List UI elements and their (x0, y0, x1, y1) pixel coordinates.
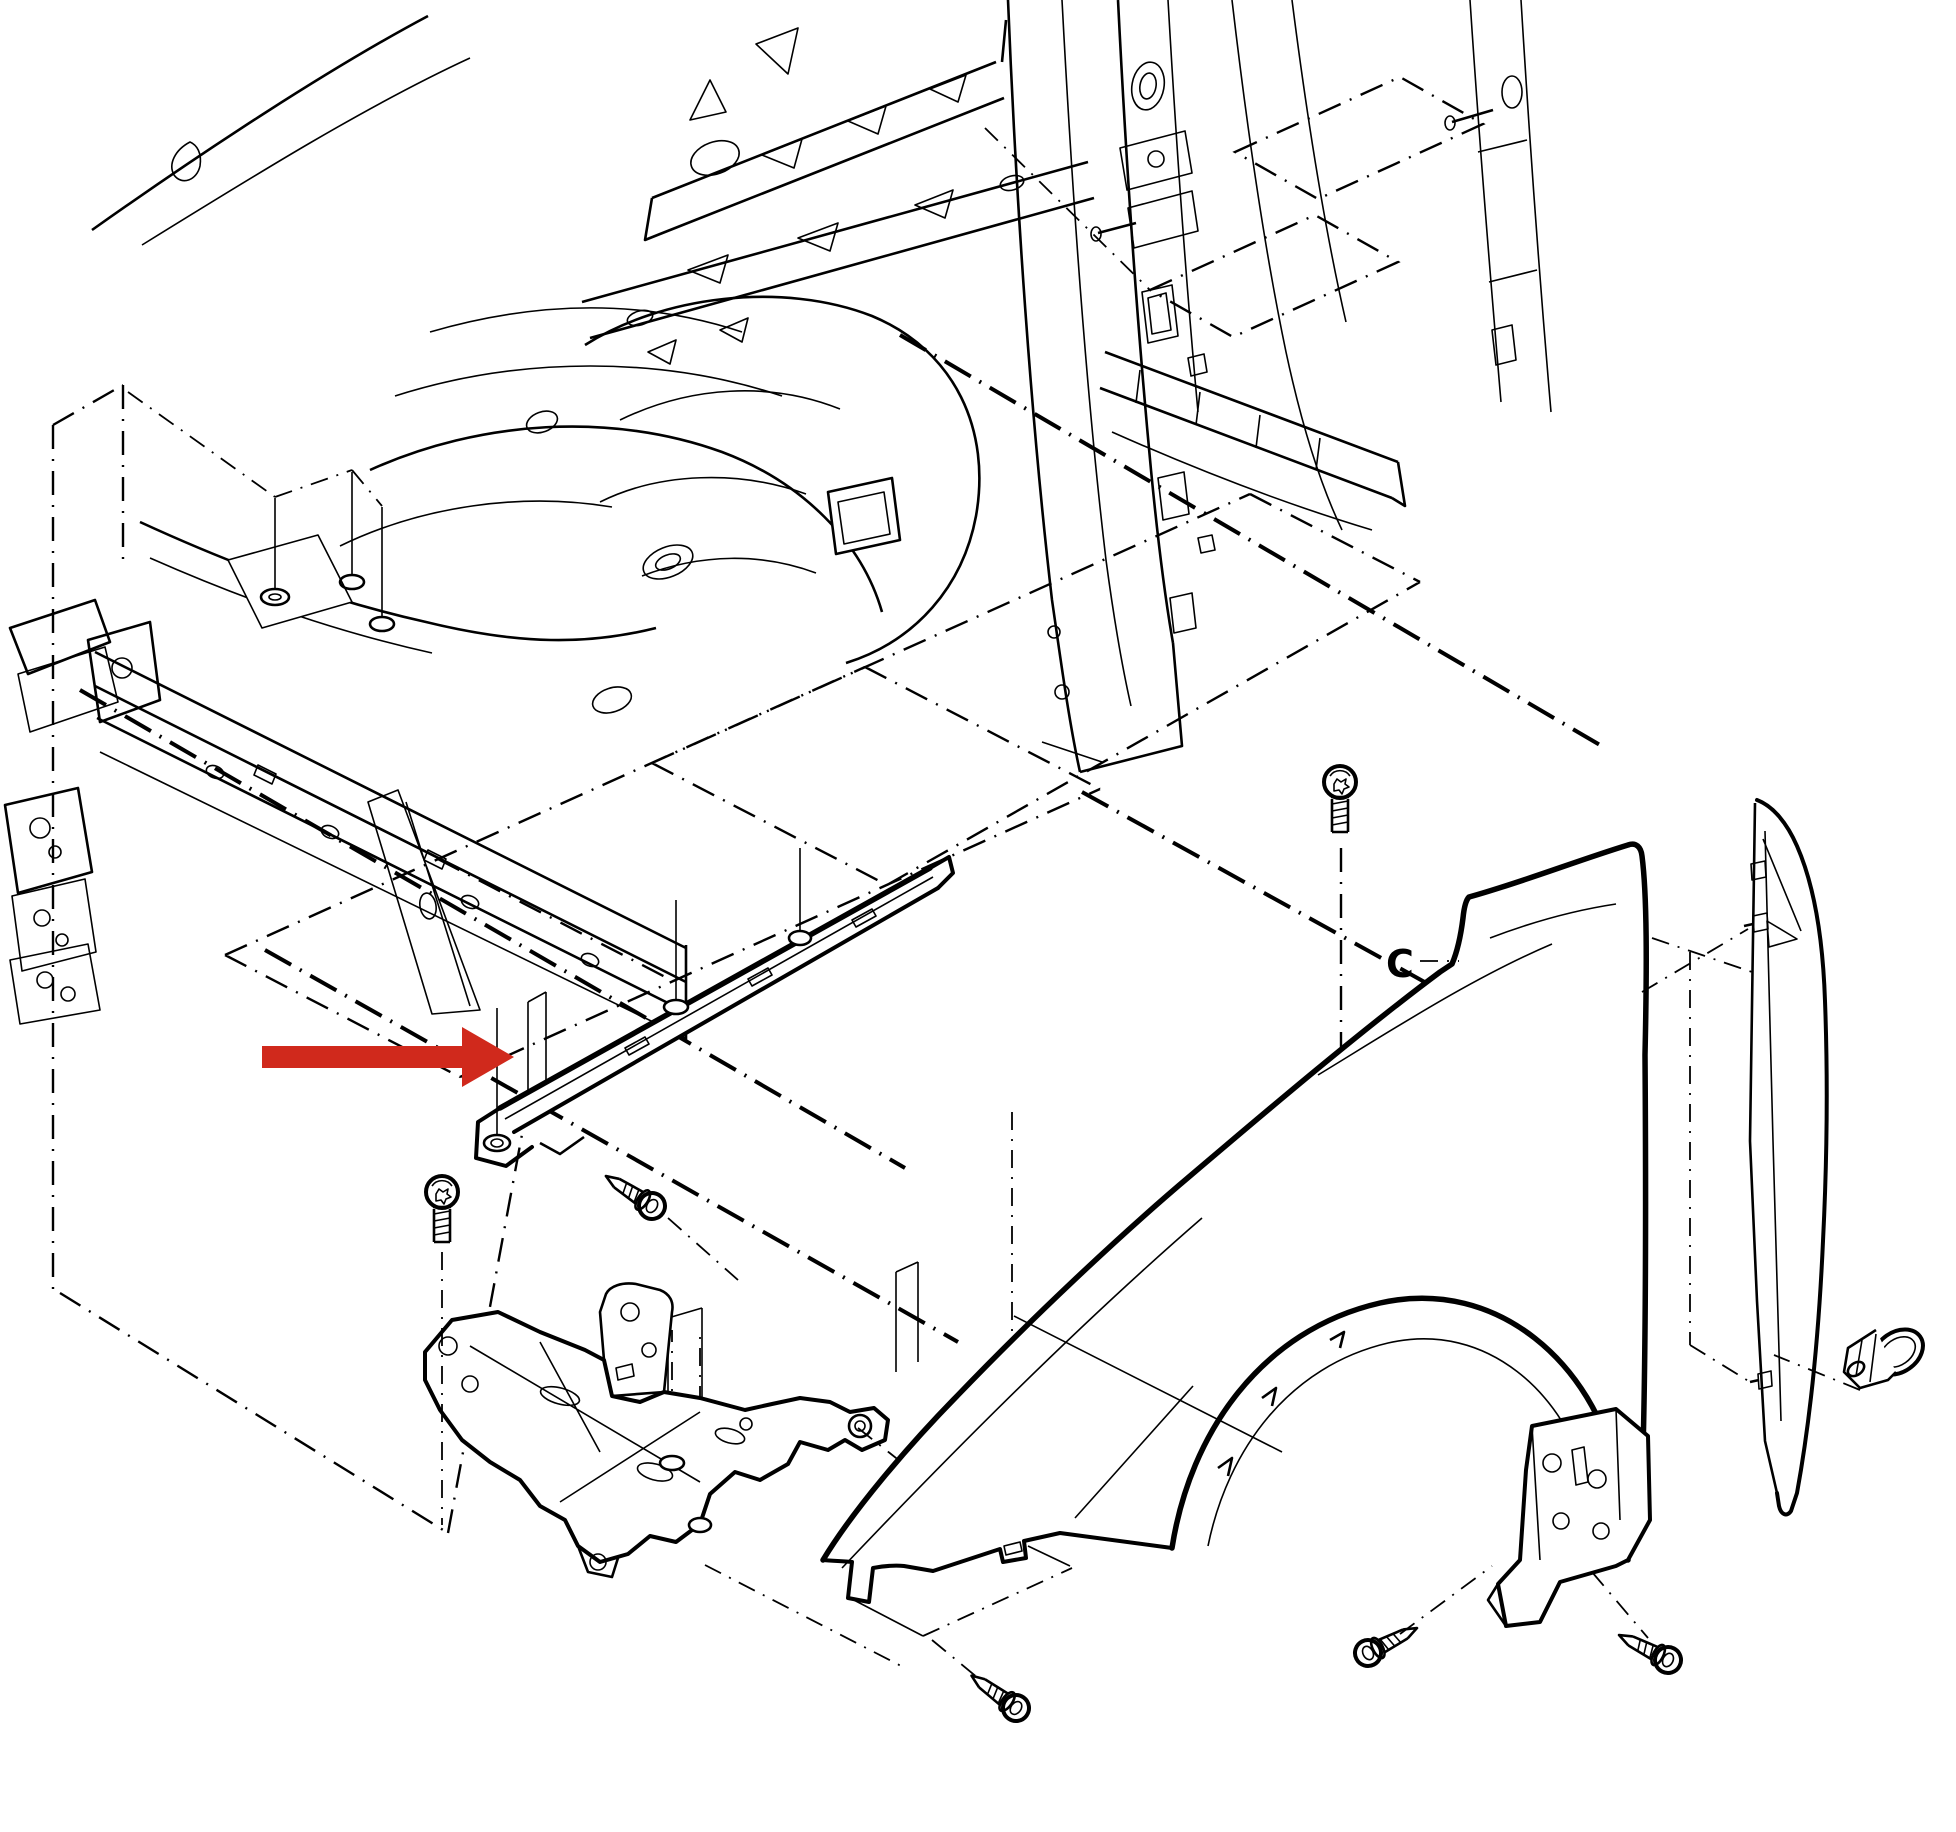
screw-bottom-right-of-fender (1617, 1633, 1683, 1675)
fender-mounting-rail-part (474, 848, 955, 1168)
flanged-nut (1773, 1327, 1925, 1391)
side-trim-strip-part (1641, 798, 1829, 1517)
part-label-c-group: C (1386, 942, 1459, 986)
red-arrow-icon (262, 1027, 514, 1087)
fastener-leader-lines-right (1399, 1565, 1649, 1639)
screw-bottom-center (970, 1674, 1031, 1723)
screw-top (1322, 764, 1358, 834)
body-structure-drawing (3, 0, 1552, 1040)
screw-bottom-left-of-fender (1353, 1626, 1419, 1668)
fastener-leader-lines (441, 1217, 1073, 1679)
screw-rail-small (604, 1174, 667, 1221)
screw-left-vertical (424, 1174, 460, 1244)
front-fender-part (820, 841, 1652, 1628)
part-label-c: C (1386, 942, 1414, 986)
